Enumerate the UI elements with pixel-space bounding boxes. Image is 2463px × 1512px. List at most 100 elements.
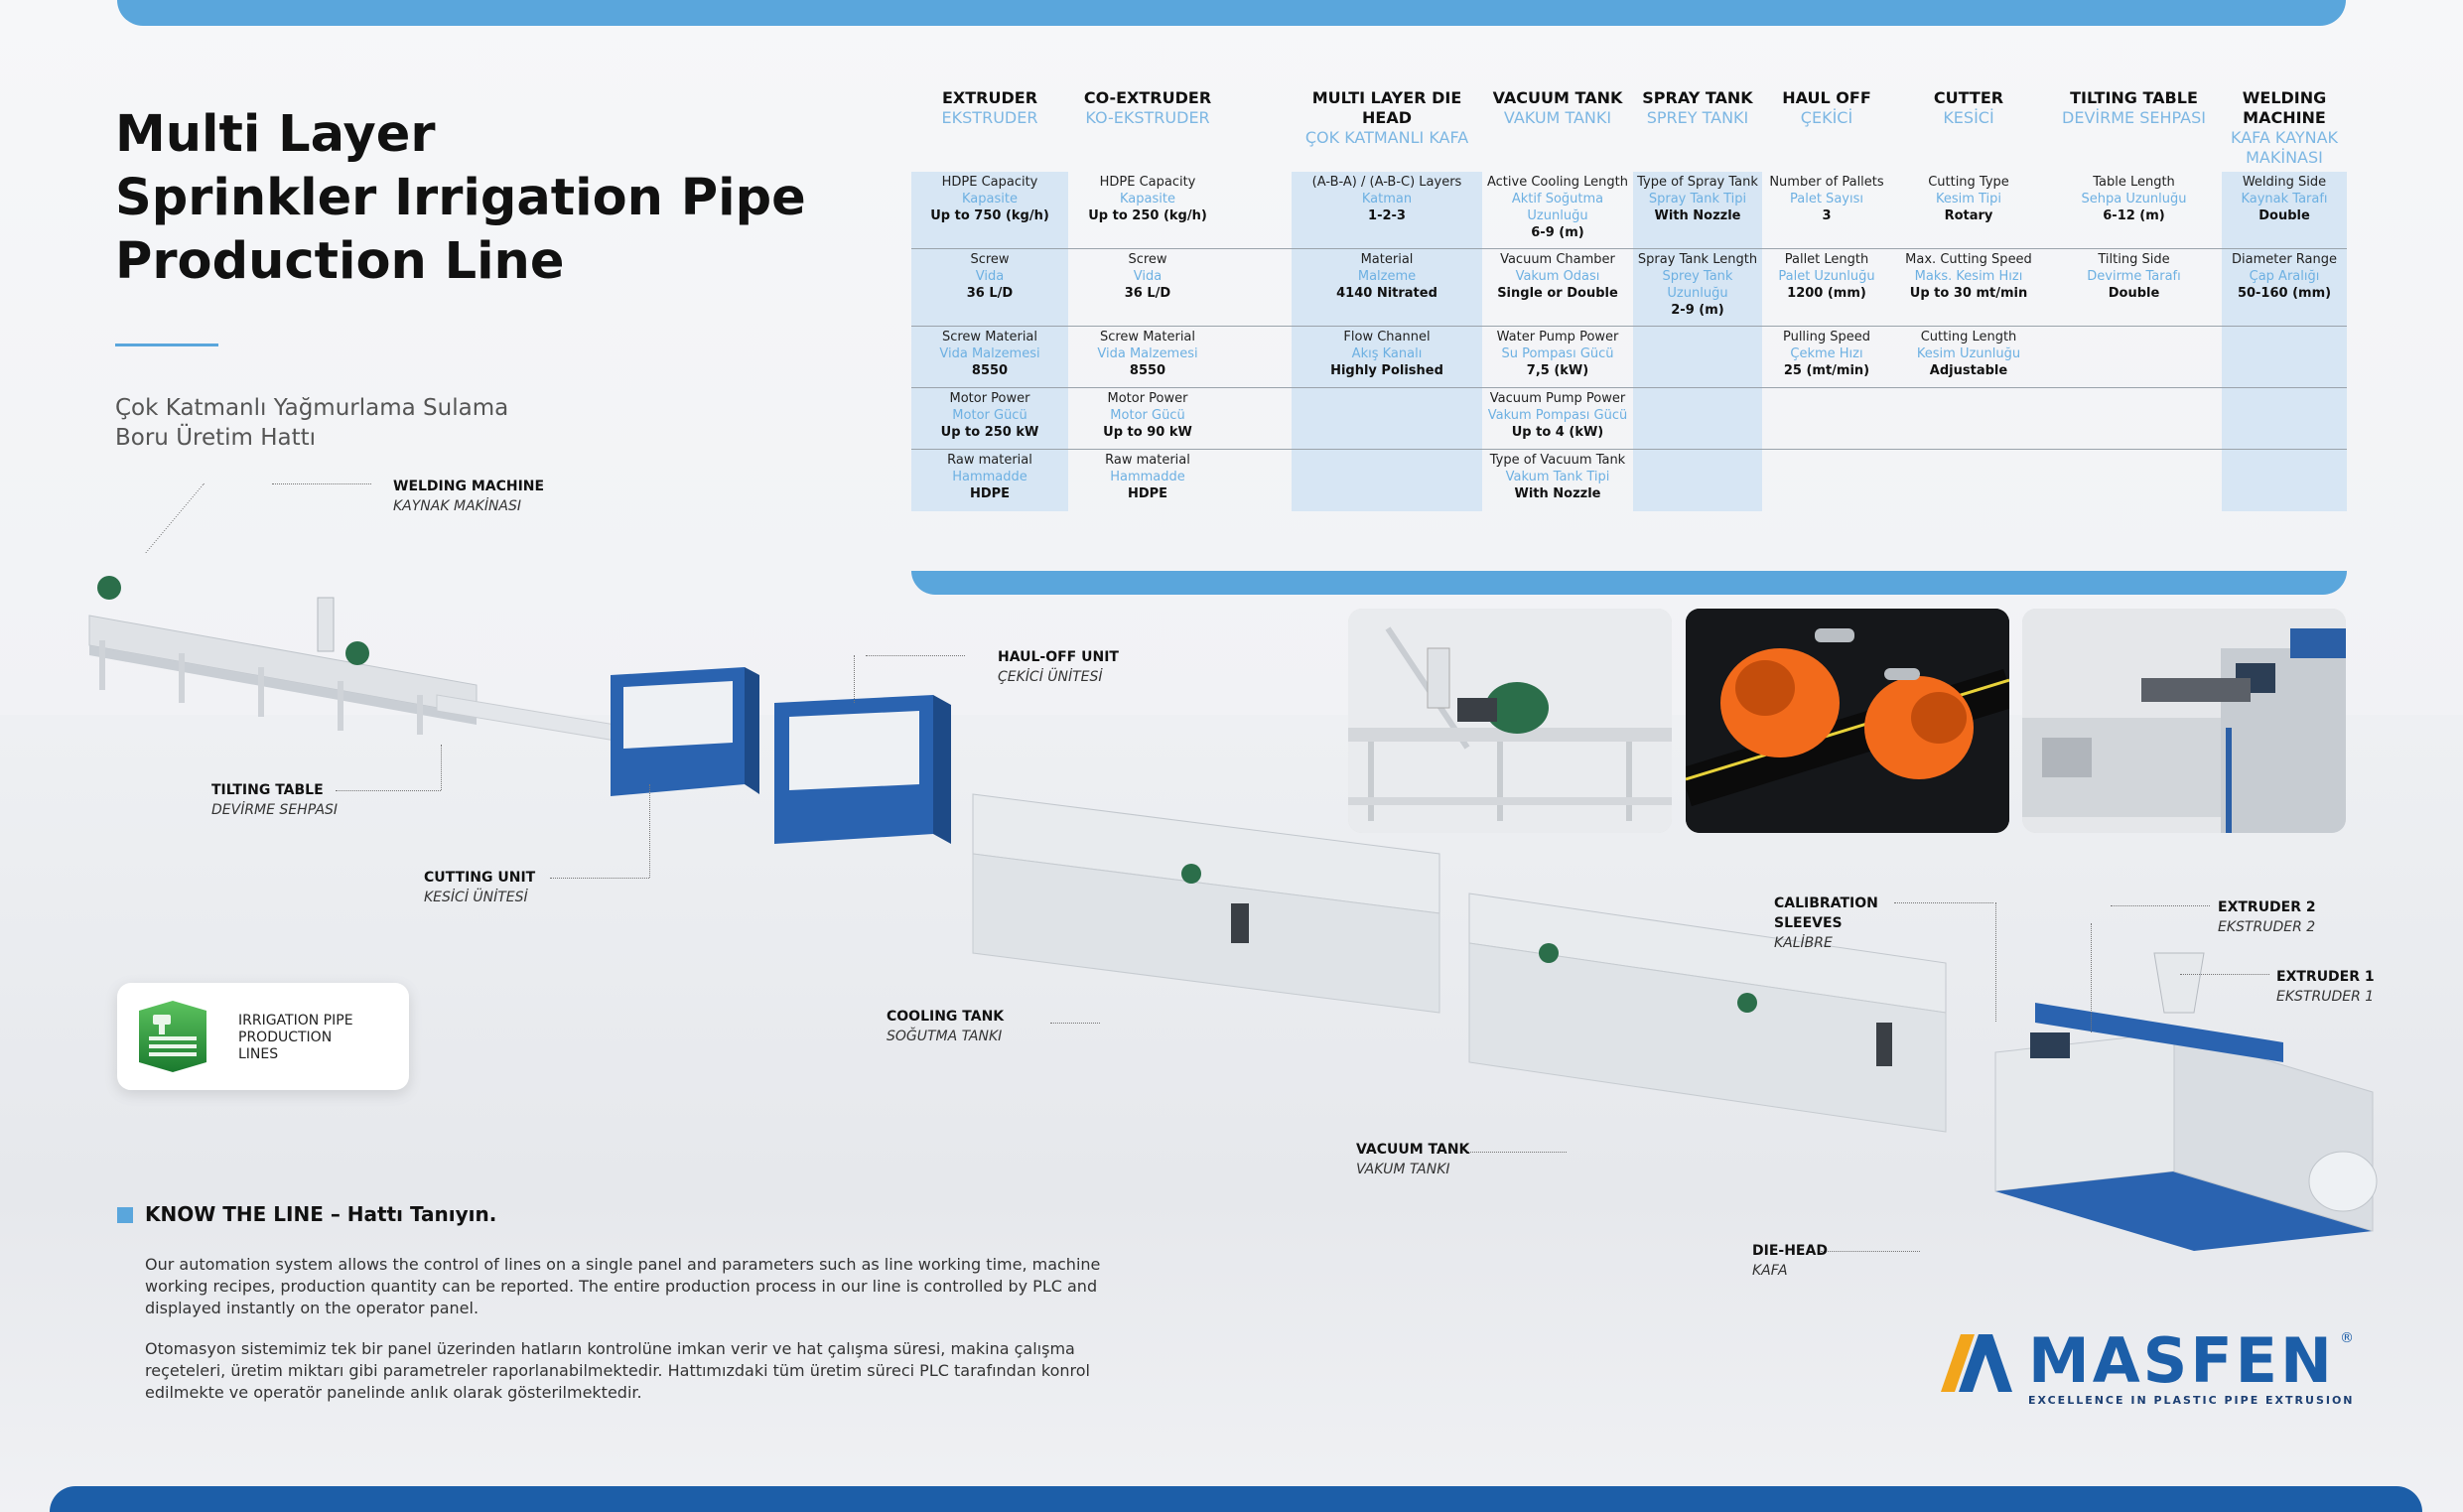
spec-label: Spray Tank Length [1637, 252, 1758, 267]
spec-label-tr: Maks. Kesim Hızı [1914, 269, 2023, 284]
spec-value: Up to 30 mt/min [1909, 286, 2028, 301]
spec-header-tr: ÇEKİCİ [1800, 108, 1853, 127]
spec-label-tr: Vida Malzemesi [1097, 346, 1198, 361]
spec-label: Table Length [2093, 175, 2175, 190]
badge-text: IRRIGATION PIPE PRODUCTION LINES [238, 1013, 353, 1062]
masfen-logo-mark-icon [1941, 1334, 2012, 1392]
welding-machine-image [1348, 609, 1672, 833]
spec-label: Screw Material [941, 330, 1038, 344]
photo-extruder-line [2022, 609, 2346, 833]
spec-label-tr: Sehpa Uzunluğu [2081, 192, 2187, 206]
spec-label: Number of Pallets [1769, 175, 1884, 190]
spec-label-tr: Motor Gücü [1110, 408, 1185, 423]
masfen-logo: MASFEN ® EXCELLENCE IN PLASTIC PIPE EXTR… [1941, 1328, 2358, 1408]
spec-value: With Nozzle [1514, 486, 1601, 501]
spec-row-divider [911, 326, 2347, 327]
spec-value: Double [2108, 286, 2160, 301]
photo-welding-machine [1348, 609, 1672, 833]
spec-header-en: CUTTER [1933, 88, 2004, 107]
spec-label-tr: Çekme Hızı [1790, 346, 1863, 361]
spec-header-en: CO-EXTRUDER [1083, 88, 1212, 107]
spec-column-background [1633, 172, 1762, 511]
photo-pipe-couplings [1686, 609, 2009, 833]
spec-header-en: VACUUM TANK [1492, 88, 1623, 107]
spec-value: Up to 250 (kg/h) [1088, 208, 1207, 223]
spec-label: Welding Side [2242, 175, 2327, 190]
spec-header-tr: KO-EKSTRUDER [1085, 108, 1210, 127]
know-paragraph-tr: Otomasyon sistemimiz tek bir panel üzeri… [145, 1339, 1090, 1402]
spec-header-en: HAUL OFF [1782, 88, 1871, 107]
table-bottom-bar [911, 571, 2347, 595]
spec-value: 8550 [971, 363, 1009, 378]
spec-label-tr: Vida [1133, 269, 1163, 284]
spec-label-tr: Vida [975, 269, 1005, 284]
spec-label: Vacuum Chamber [1500, 252, 1615, 267]
leader-welding [272, 483, 371, 484]
spec-label-tr: Hammadde [952, 470, 1027, 484]
spec-value: HDPE [1127, 486, 1168, 501]
spec-value: 25 (mt/min) [1783, 363, 1870, 378]
spec-label: Water Pump Power [1496, 330, 1619, 344]
spec-value: 2-9 (m) [1671, 303, 1724, 318]
leader-calibration [1894, 902, 1993, 903]
know-title: KNOW THE LINE – Hattı Tanıyın. [145, 1202, 497, 1226]
spec-value: 1200 (mm) [1787, 286, 1866, 301]
leader-tilting [336, 790, 441, 791]
spec-label: (A-B-A) / (A-B-C) Layers [1311, 175, 1462, 190]
leader-cutting [550, 878, 649, 879]
spec-label-tr: Vakum Pompası Gücü [1487, 408, 1628, 423]
registered-mark: ® [2340, 1330, 2354, 1346]
spec-label-tr: Çap Aralığı [2249, 269, 2320, 284]
masfen-wordmark: MASFEN [2028, 1324, 2335, 1397]
spec-value: HDPE [969, 486, 1011, 501]
spec-label-tr: Malzeme [1357, 269, 1417, 284]
spec-value: 1-2-3 [1368, 208, 1406, 223]
spec-label: Pulling Speed [1782, 330, 1871, 344]
spec-label-tr: Hammadde [1110, 470, 1185, 484]
spec-row-divider [911, 248, 2347, 249]
spec-label-tr: Vakum Tank Tipi [1505, 470, 1610, 484]
spec-label-tr: Motor Gücü [952, 408, 1027, 423]
top-background [0, 0, 2463, 715]
spec-label: Tilting Side [2098, 252, 2170, 267]
spec-label: Cutting Length [1920, 330, 2017, 344]
spec-label: Material [1360, 252, 1414, 267]
spec-label: Diameter Range [2231, 252, 2338, 267]
spec-label: Raw material [947, 453, 1032, 468]
spec-header-tr: VAKUM TANKI [1503, 108, 1612, 127]
spec-label: Screw [1128, 252, 1167, 267]
leader-vacuum [1467, 1152, 1567, 1153]
spec-label-tr: Palet Sayısı [1790, 192, 1863, 206]
spec-label: Type of Vacuum Tank [1489, 453, 1626, 468]
spec-label-tr: Sprey Tank Uzunluğu [1662, 269, 1733, 301]
spec-value: Single or Double [1497, 286, 1618, 301]
leader-cooling [1050, 1023, 1100, 1024]
spec-label-tr: Su Pompası Gücü [1501, 346, 1614, 361]
pipe-couplings-image [1686, 609, 2009, 833]
spec-label: Cutting Type [1928, 175, 2009, 190]
